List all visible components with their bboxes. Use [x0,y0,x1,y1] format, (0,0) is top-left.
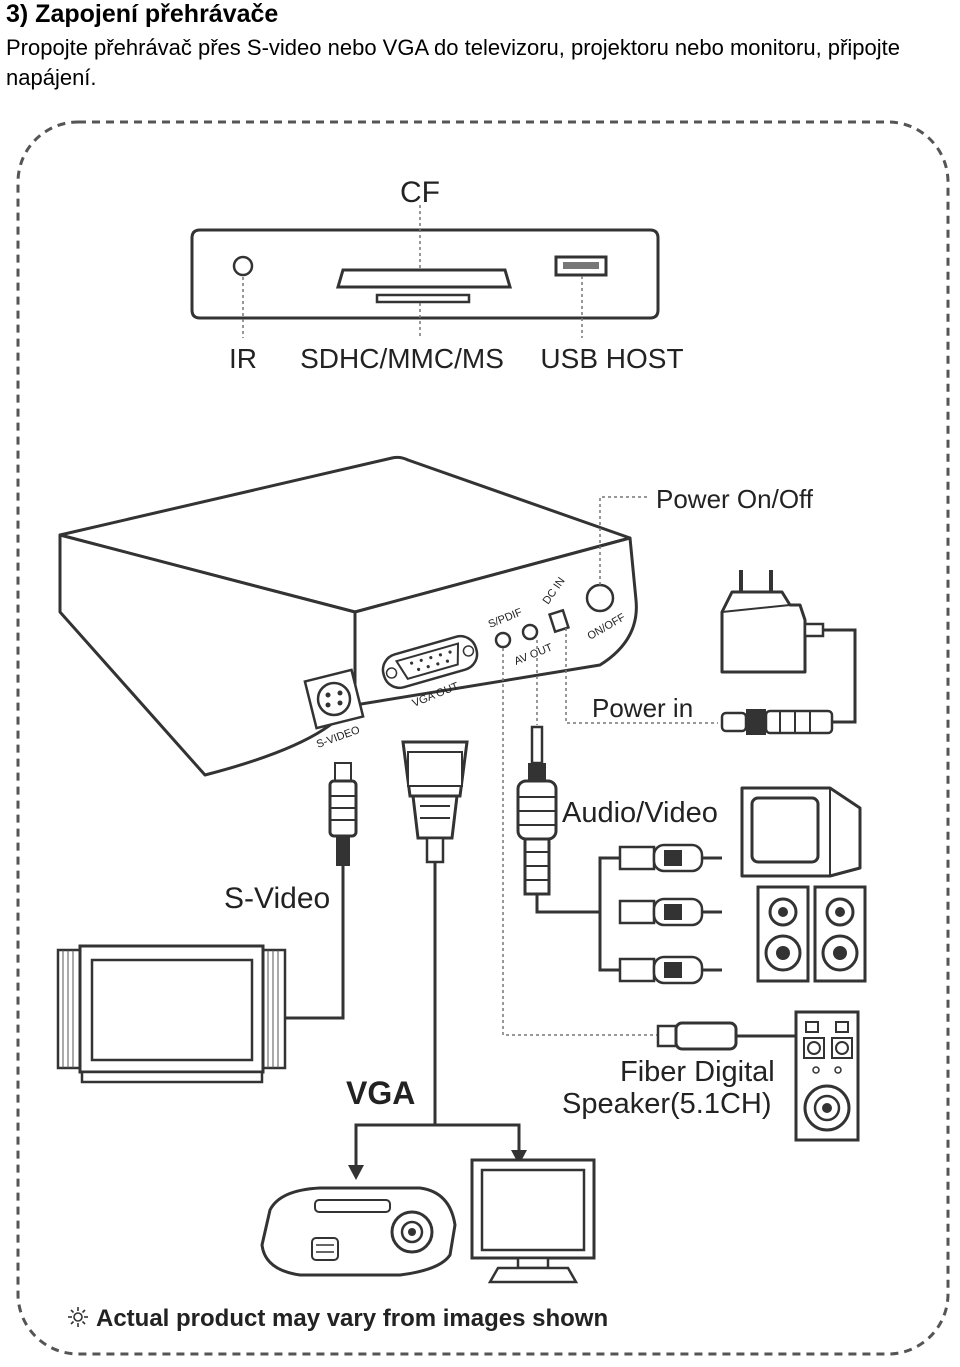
front-panel [190,228,660,320]
flat-tv-icon [56,944,287,1084]
av-cable-icon [516,725,722,985]
label-power-onoff: Power On/Off [656,484,814,514]
label-sdhc: SDHC/MMC/MS [300,343,504,374]
label-ir: IR [229,343,257,374]
crt-tv-icon [740,786,862,878]
ir-sensor-icon [232,255,254,277]
speaker-icon [756,885,867,983]
label-audio-video: Audio/Video [562,797,718,829]
label-fiber-line1: Fiber Digital [620,1056,775,1088]
projector-icon [260,1186,457,1277]
page-title: 3) Zapojení přehrávače [6,0,279,28]
av-out-port-icon [521,623,539,641]
cf-slot-icon [335,268,513,289]
label-vga: VGA [346,1075,415,1111]
player-body: S-VIDEO VGA OUT S/PDIF AV OUT DC IN ON/O… [58,455,638,777]
dashed-frame [16,120,950,1356]
label-fiber-line2: Speaker(5.1CH) [562,1088,772,1120]
digital-speaker-icon [794,1010,860,1142]
sun-icon [68,1307,88,1327]
power-button-icon [585,583,615,613]
svideo-cable-icon [285,762,358,1020]
dc-in-port-icon [547,608,571,634]
spdif-port-icon [494,631,512,649]
disclaimer-text: Actual product may vary from images show… [96,1305,608,1332]
optical-cable-icon [656,1021,796,1051]
label-usb-host: USB HOST [540,343,683,374]
intro-text: Propojte přehrávač přes S-video nebo VGA… [6,35,900,90]
label-power-in: Power in [592,693,693,723]
lcd-monitor-icon [470,1158,596,1284]
vga-cable-icon [348,740,527,1180]
vga-out-port-icon [381,634,479,690]
label-cf: CF [400,176,440,209]
sd-slot-icon [375,293,471,304]
power-adapter-icon [720,570,857,735]
label-s-video: S-Video [224,882,330,915]
